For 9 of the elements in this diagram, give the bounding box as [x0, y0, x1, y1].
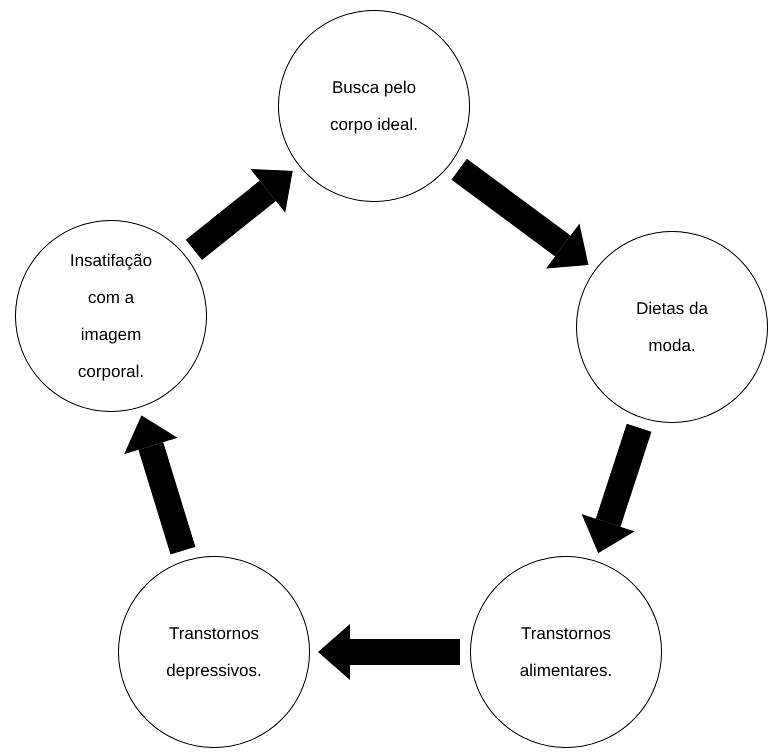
step-text: Transtornos depressivos. [165, 623, 263, 682]
step-text: Insatifação com a imagem corporal. [68, 250, 154, 383]
block-arrow [318, 624, 460, 680]
step-text: Busca pelo corpo ideal. [329, 77, 419, 136]
step-text: Transtornos alimentares. [518, 623, 614, 682]
block-arrow [582, 424, 652, 554]
block-arrow [451, 158, 588, 268]
step-text: Dietas da moda. [635, 298, 709, 357]
block-arrow [186, 168, 293, 260]
